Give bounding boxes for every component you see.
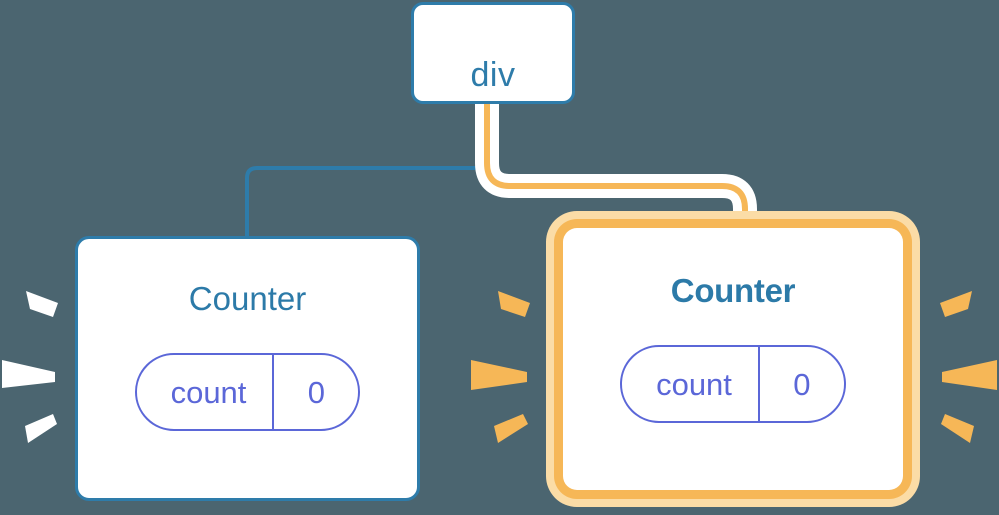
edge-div-to-counter-right [484,104,748,240]
state-key-right: count [622,347,760,421]
edge-highlight-halo [475,104,757,240]
state-value-right: 0 [793,366,811,402]
state-pill-left: count 0 [134,353,361,431]
state-key-left: count [137,355,275,429]
node-counter-left-label: Counter [188,280,307,317]
node-counter-left[interactable]: Counter count 0 [75,236,420,501]
state-value-left: 0 [307,374,326,410]
node-counter-right-label: Counter [670,272,796,309]
state-pill-right: count 0 [620,345,846,423]
edge-div-to-counter-left [245,104,499,238]
node-div-label: div [470,55,516,94]
node-counter-right[interactable]: Counter count 0 [563,228,903,490]
node-div[interactable]: div [411,2,575,104]
